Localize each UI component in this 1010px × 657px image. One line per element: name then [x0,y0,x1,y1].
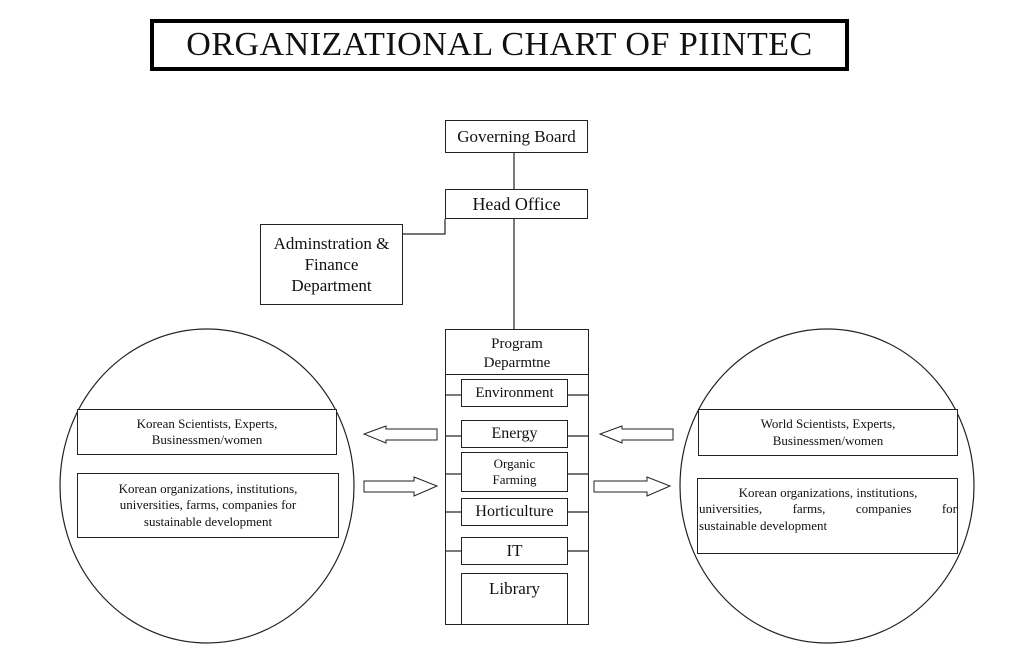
left-orgs-line-1: Korean organizations, institutions, [118,481,298,497]
sub-unit-organic-farming: Organic Farming [461,452,568,492]
chart-title: ORGANIZATIONAL CHART OF PIINTEC [150,19,849,71]
sub-unit-energy: Energy [461,420,568,448]
left-people-line-1: Korean Scientists, Experts, [136,415,278,431]
right-people-box: World Scientists, Experts, Businessmen/w… [698,409,958,456]
arrow-right-to-program [363,476,439,497]
connector-head-admin [403,219,446,235]
right-people-line-2: Businessmen/women [772,432,884,448]
organic-line-1: Organic [493,455,536,471]
program-line-2: Deparmtne [483,354,551,371]
arrow-left-to-program [598,425,674,444]
organic-line-2: Farming [492,472,537,487]
right-circle [679,328,975,644]
left-organizations-box: Korean organizations, institutions, univ… [77,473,339,538]
admin-line-3: Department [291,276,372,296]
sub-unit-environment: Environment [461,379,568,407]
head-office-box: Head Office [445,189,588,219]
arrow-right-to-world-orgs [593,476,672,497]
admin-finance-box: Adminstration & Finance Department [260,224,403,305]
admin-line-1: Adminstration & [273,233,390,253]
arrow-left-to-korean-people [362,425,438,444]
program-department-header: Program Deparmtne [446,330,588,375]
left-people-line-2: Businessmen/women [151,432,263,447]
governing-board-box: Governing Board [445,120,588,153]
sub-unit-it: IT [461,537,568,565]
sub-unit-connectors [446,394,588,552]
right-orgs-line-2: universities, farms, companies for [699,501,957,517]
right-orgs-line-3: sustainable development [699,517,828,533]
left-orgs-line-2: universities, farms, companies for [119,497,297,513]
left-people-box: Korean Scientists, Experts, Businessmen/… [77,409,337,455]
sub-unit-library: Library [461,573,568,625]
right-organizations-box: Korean organizations, institutions, univ… [697,478,958,554]
program-line-1: Program [491,336,543,352]
admin-line-2: Finance [304,254,359,274]
right-orgs-line-1: Korean organizations, institutions, [738,485,918,500]
left-circle [59,328,355,644]
sub-unit-horticulture: Horticulture [461,498,568,526]
right-people-line-1: World Scientists, Experts, [760,416,896,432]
left-orgs-line-3: sustainable development [143,513,273,529]
